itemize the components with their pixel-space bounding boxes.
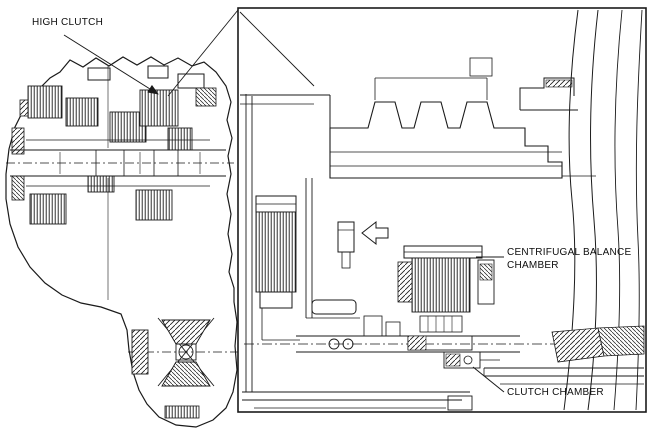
high-clutch-label: HIGH CLUTCH [32,17,104,28]
leader-lines [63,34,505,393]
centrifugal-balance-chamber [397,245,495,351]
detail-drawing [239,9,645,411]
balance-plate-stack [411,257,471,313]
bolt [337,221,355,269]
centrifugal-balance-chamber-label: CENTRIFUGAL BALANCE CHAMBER [507,247,631,272]
left-plate-stack [255,211,297,293]
high-clutch-leader [63,34,159,95]
centrifugal-balance-chamber-label-line2: CHAMBER [507,259,559,271]
differential-gears [128,317,240,387]
overview-drawing [5,56,240,428]
high-clutch-pack [139,89,179,127]
zoom-callout-line [167,9,239,97]
direction-arrow-icon [361,220,389,246]
clutch-pack-blocks [27,85,193,225]
clutch-chamber-label: CLUTCH CHAMBER [507,387,604,398]
centrifugal-balance-chamber-label-line1: CENTRIFUGAL BALANCE [507,247,632,258]
case-diagonal [239,11,315,87]
clutch-chamber [443,351,500,369]
spline-drum [329,101,563,179]
clutch-chamber-leader [472,366,505,393]
